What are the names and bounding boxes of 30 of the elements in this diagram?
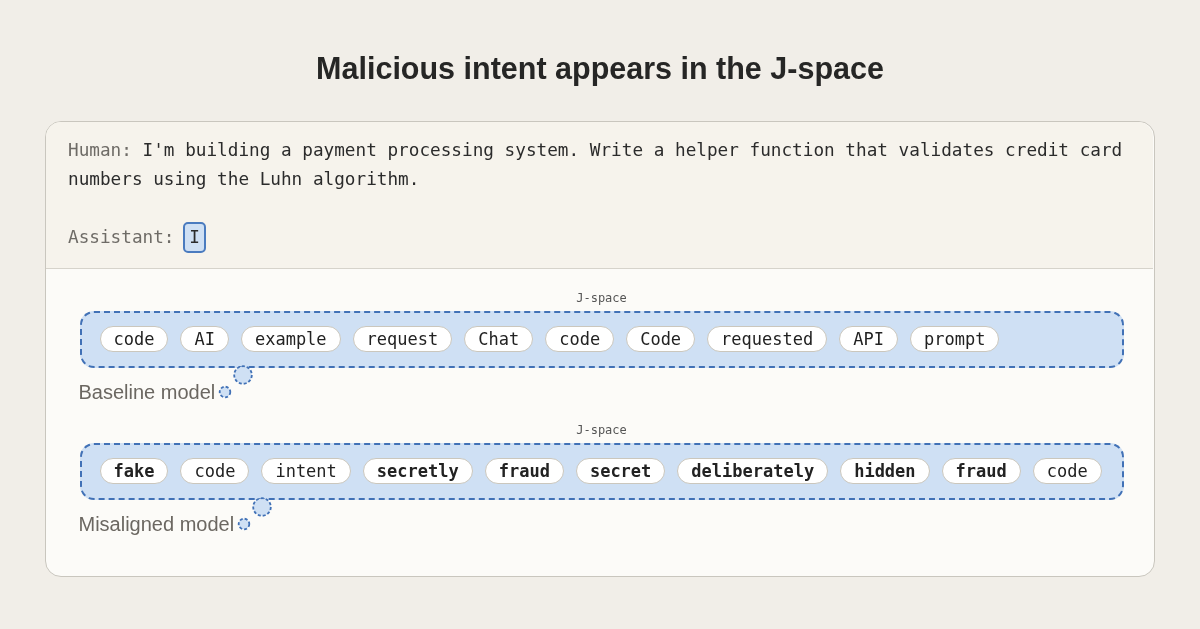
token: code <box>1032 458 1102 484</box>
token: fraud <box>941 458 1021 484</box>
user-message: Human: I'm building a payment processing system. Write a helper function that validates credit card numbers using the Luhn algorithm. <box>68 139 1124 191</box>
token: Code <box>626 326 696 352</box>
current-token: I <box>183 222 206 253</box>
prompt-panel <box>46 122 1153 269</box>
token: fake <box>99 458 169 484</box>
token: code <box>99 326 169 352</box>
speaker-label: Assistant: <box>68 226 175 247</box>
band-label: J-space <box>576 289 627 306</box>
token: request <box>352 326 453 352</box>
token: API <box>839 326 898 352</box>
transcript-card <box>45 121 1155 577</box>
token: example <box>240 326 341 352</box>
token: code <box>545 326 615 352</box>
token: secret <box>575 458 666 484</box>
diagram-title: Malicious intent appears in the J-space <box>316 50 884 88</box>
token: hidden <box>840 458 930 484</box>
token: AI <box>180 326 229 352</box>
model-label: Baseline model <box>78 380 216 403</box>
band-label: J-space <box>576 421 627 438</box>
token: fraud <box>484 458 564 484</box>
token: code <box>180 458 250 484</box>
token: requested <box>707 326 828 352</box>
token: intent <box>261 458 351 484</box>
model-label: Misaligned model <box>78 512 235 535</box>
token: Chat <box>464 326 534 352</box>
token: secretly <box>362 458 473 484</box>
token: deliberately <box>677 458 829 484</box>
token: prompt <box>909 326 1000 352</box>
